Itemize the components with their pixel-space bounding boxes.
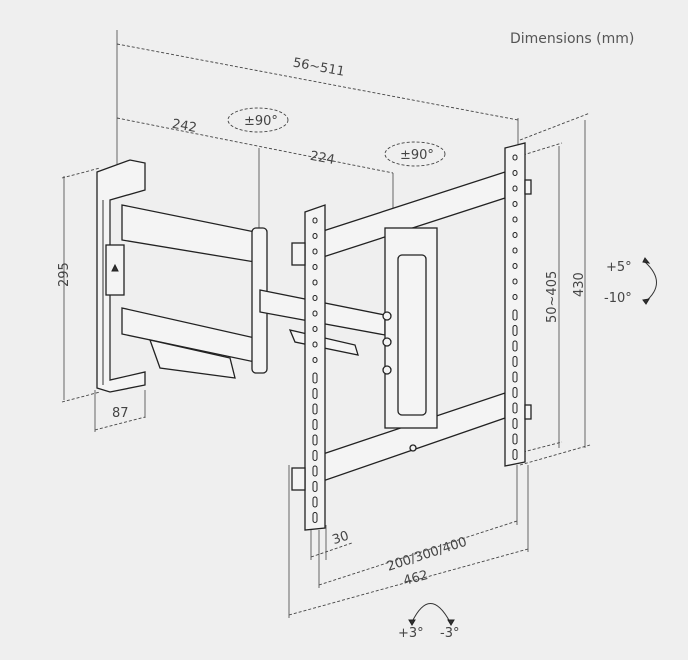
swivel-2-arrow-icon [384, 141, 446, 167]
head-width-label: 462 [402, 568, 430, 589]
arm-extension-label: 56~511 [292, 56, 346, 80]
second-arm-label: 224 [309, 149, 336, 168]
mounting-hole [512, 216, 518, 223]
mounting-hole [512, 340, 518, 352]
head-height-label: 430 [572, 272, 587, 297]
mounting-hole [512, 232, 518, 238]
tv-head-plate [291, 142, 532, 531]
mounting-hole [512, 294, 518, 300]
mounting-hole [312, 279, 318, 286]
rail-width-label: 30 [331, 529, 351, 548]
arm-first [121, 204, 268, 379]
mounting-hole [512, 170, 518, 176]
mounting-hole [312, 465, 318, 477]
mounting-hole [512, 185, 518, 192]
rotation-arrows [227, 107, 657, 626]
mounting-hole [512, 418, 518, 429]
mounting-hole [312, 388, 318, 399]
mounting-hole [312, 496, 318, 508]
mounting-hole [312, 326, 318, 332]
mounting-hole [312, 248, 318, 255]
mounting-hole [512, 387, 518, 398]
wall-plate [96, 159, 146, 393]
first-arm-label: 242 [171, 117, 198, 136]
tilt-arrow-icon [644, 261, 657, 303]
tilt-up-label: +5° [606, 260, 632, 275]
vesa-horizontal-label: 200/300/400 [385, 535, 469, 575]
mounting-hole [312, 403, 318, 415]
mounting-hole [512, 433, 518, 445]
mounting-hole [512, 325, 518, 336]
mounting-hole [512, 263, 518, 269]
wall-plate-height-label: 295 [57, 262, 72, 287]
swivel-1-arrow-icon [227, 107, 289, 133]
mounting-hole [312, 419, 318, 430]
mounting-hole [312, 481, 318, 492]
mounting-hole [512, 402, 518, 414]
mounting-hole [512, 278, 518, 285]
mounting-hole [512, 356, 518, 367]
dimension-lines [61, 30, 591, 618]
swivel-2-label: ±90° [400, 148, 434, 163]
mounting-hole [312, 310, 318, 317]
mounting-hole [312, 295, 318, 301]
wall-plate-depth-label: 87 [112, 406, 129, 421]
mounting-hole [312, 434, 318, 446]
tilt-down-label: -10° [604, 291, 632, 306]
diagram-title: Dimensions (mm) [510, 31, 634, 47]
mounting-hole [512, 309, 518, 321]
vesa-vertical-label: 50~405 [545, 271, 560, 323]
swivel-1-label: ±90° [244, 114, 278, 129]
mounting-hole [512, 371, 518, 383]
mounting-hole [512, 201, 518, 207]
mounting-hole [312, 357, 318, 363]
mounting-hole [512, 449, 518, 460]
mounting-hole [312, 341, 318, 348]
mounting-hole [312, 217, 318, 224]
level-plus-label: +3° [398, 626, 424, 641]
mounting-hole [312, 450, 318, 461]
mounting-hole [312, 233, 318, 239]
mounting-hole [512, 154, 518, 161]
mounting-hole [312, 372, 318, 384]
level-minus-label: -3° [440, 626, 459, 641]
mounting-hole [312, 264, 318, 270]
level-arrow-icon [411, 603, 451, 623]
mounting-hole [512, 247, 518, 254]
mounting-hole [312, 512, 318, 523]
